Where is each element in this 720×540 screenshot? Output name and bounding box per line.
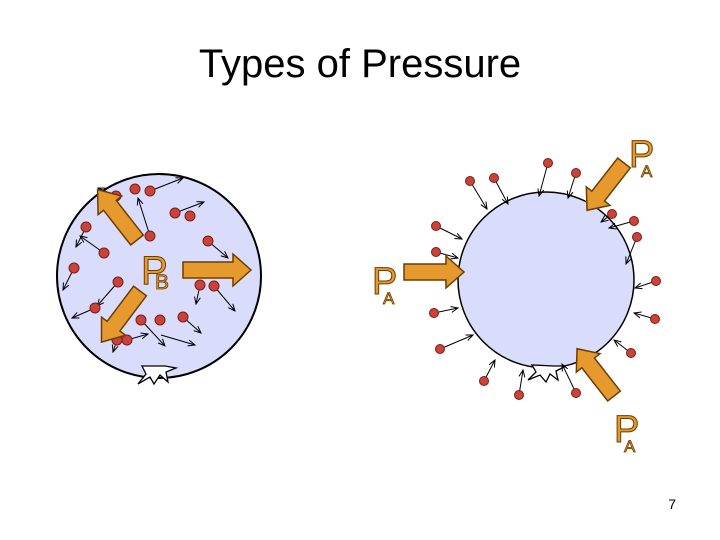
- particle: [144, 178, 183, 197]
- particle: [80, 236, 110, 259]
- slide-title: Types of Pressure: [198, 42, 522, 86]
- balloon-right-body: [457, 191, 635, 369]
- particle: [138, 198, 156, 242]
- particle: [431, 221, 463, 240]
- label-outside-bottom-main: P: [614, 409, 639, 451]
- label-outside-top-main: P: [629, 134, 654, 176]
- block-arrow-icon: [96, 188, 145, 246]
- outside-particles: [429, 158, 661, 400]
- label-inside-pressure: P B: [141, 249, 170, 295]
- label-outside-bottom-sub: A: [624, 437, 636, 456]
- particle: [154, 314, 166, 326]
- balloon-knot-icon: [137, 365, 179, 386]
- particle: [609, 216, 639, 229]
- outside-pressure-arrows: [403, 157, 632, 402]
- balloon-outside: [457, 191, 635, 384]
- particle: [634, 313, 660, 324]
- particle: [72, 302, 101, 318]
- particle: [435, 335, 474, 354]
- block-arrow-icon: [100, 285, 148, 344]
- particle: [562, 364, 581, 398]
- particle: [635, 276, 661, 289]
- label-outside-top: P A: [629, 134, 655, 182]
- balloon-knot-icon: [527, 364, 567, 384]
- particle: [465, 176, 488, 210]
- block-arrow-icon: [403, 254, 466, 290]
- label-outside-top-sub: A: [641, 162, 653, 181]
- particle: [97, 276, 124, 306]
- particle: [431, 247, 459, 259]
- label-outside-left-main: P: [372, 261, 397, 303]
- particle: [177, 311, 201, 333]
- particle: [121, 334, 148, 346]
- particle: [514, 370, 524, 400]
- particle: [160, 334, 195, 345]
- label-inside-main: P: [141, 249, 168, 293]
- particle: [208, 280, 235, 311]
- particle: [429, 308, 459, 318]
- block-arrow-icon: [585, 157, 632, 212]
- particle: [539, 158, 553, 197]
- block-arrow-icon: [182, 252, 253, 288]
- particle: [568, 168, 581, 199]
- label-outside-left: P A: [372, 261, 398, 309]
- block-arrow-icon: [575, 347, 622, 402]
- particle: [489, 173, 509, 205]
- particle: [195, 279, 206, 304]
- label-outside-left-sub: A: [383, 289, 395, 308]
- inside-pressure-arrows: [96, 188, 253, 344]
- label-inside-sub: B: [155, 271, 169, 294]
- particle: [479, 360, 496, 386]
- label-outside-bottom: P A: [614, 409, 640, 457]
- particle: [184, 210, 196, 222]
- page-number: 7: [668, 496, 676, 512]
- particle: [129, 183, 141, 195]
- particle: [202, 235, 228, 258]
- particle: [614, 340, 636, 358]
- particle: [626, 232, 642, 265]
- particle: [169, 202, 204, 219]
- particle: [601, 209, 617, 223]
- particle: [135, 314, 165, 346]
- particle: [63, 262, 80, 290]
